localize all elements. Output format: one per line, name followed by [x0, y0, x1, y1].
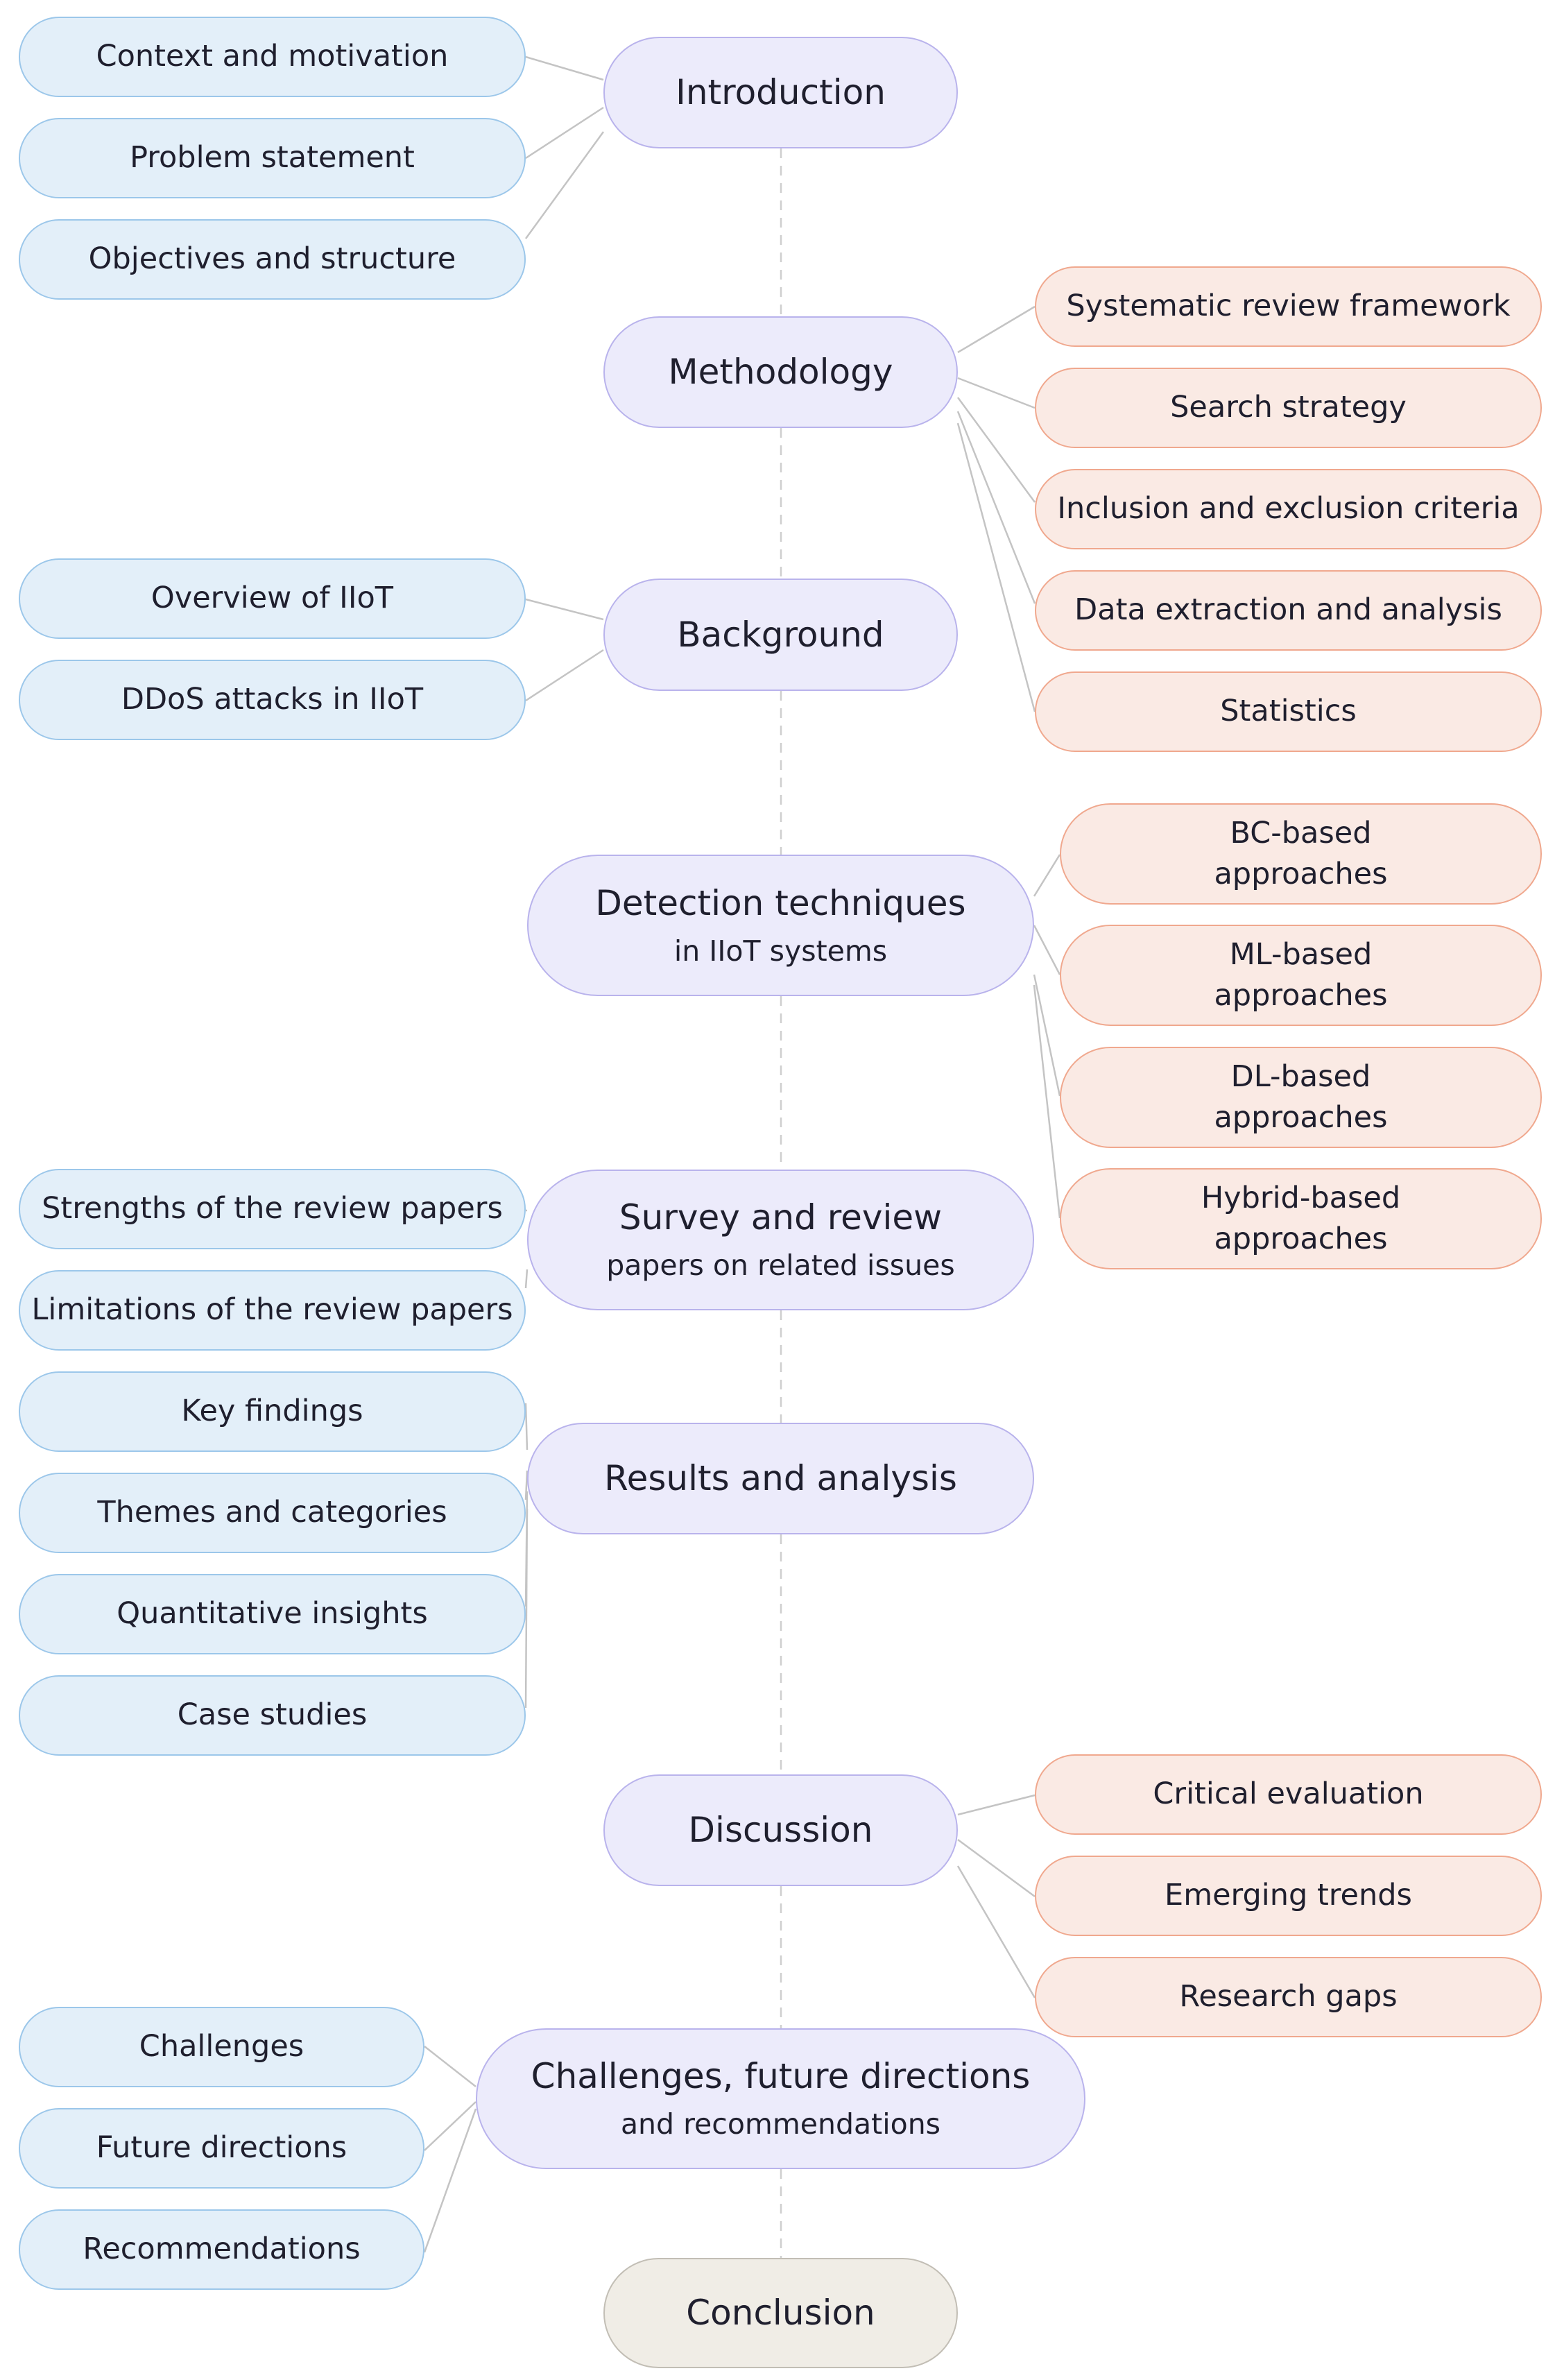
- edge-method-statistics: [956, 422, 1036, 712]
- edge-results-cases: [524, 1508, 529, 1709]
- edge-method-search: [957, 377, 1036, 409]
- item-emerging-trends: Emerging trends: [1035, 1856, 1542, 1936]
- item-data-extraction-analysis: Data extraction and analysis: [1035, 570, 1542, 651]
- node-conclusion-title: Conclusion: [686, 2293, 875, 2333]
- node-results-title: Results and analysis: [604, 1458, 957, 1498]
- node-detection-subtitle: in IIoT systems: [673, 934, 888, 968]
- node-survey-title: Survey and review: [619, 1197, 943, 1238]
- edge-detection-dl: [1033, 974, 1061, 1097]
- item-overview-iiot: Overview of IIoT: [19, 558, 526, 639]
- item-themes-categories: Themes and categories: [19, 1473, 526, 1553]
- edge-discussion-critical: [957, 1794, 1036, 1816]
- item-research-gaps: Research gaps: [1035, 1957, 1542, 2037]
- node-introduction-title: Introduction: [676, 72, 886, 112]
- node-discussion-title: Discussion: [688, 1810, 873, 1850]
- item-problem-statement: Problem statement: [19, 118, 526, 198]
- node-methodology: Methodology: [603, 316, 958, 428]
- item-critical-evaluation: Critical evaluation: [1035, 1754, 1542, 1835]
- node-challenges-future-directions: Challenges, future directions and recomm…: [476, 2028, 1085, 2169]
- edge-challenges-recommendations: [423, 2108, 477, 2253]
- item-strengths-review-papers: Strengths of the review papers: [19, 1169, 526, 1249]
- edge-background-ddos: [525, 649, 604, 702]
- item-limitations-review-papers: Limitations of the review papers: [19, 1270, 526, 1351]
- node-challenges-title: Challenges, future directions: [531, 2056, 1031, 2097]
- edge-method-extraction: [956, 411, 1036, 604]
- node-conclusion: Conclusion: [603, 2258, 958, 2368]
- edge-intro-context: [525, 55, 604, 81]
- item-search-strategy: Search strategy: [1035, 368, 1542, 448]
- edge-detection-hybrid: [1033, 984, 1061, 1219]
- edge-intro-objectives: [524, 131, 605, 239]
- item-future-directions: Future directions: [19, 2108, 424, 2189]
- item-objectives-structure: Objectives and structure: [19, 219, 526, 300]
- edge-detection-bc: [1033, 854, 1061, 897]
- edge-challenges-challenges: [424, 2046, 476, 2087]
- node-survey-review: Survey and review papers on related issu…: [527, 1170, 1034, 1310]
- item-ddos-attacks-iiot: DDoS attacks in IIoT: [19, 660, 526, 740]
- edge-method-criteria: [956, 397, 1036, 503]
- item-dl-based-approaches: DL-based approaches: [1060, 1047, 1542, 1148]
- node-results-analysis: Results and analysis: [527, 1423, 1034, 1534]
- node-background: Background: [603, 579, 958, 691]
- item-statistics: Statistics: [1035, 671, 1542, 752]
- item-bc-based-approaches: BC-based approaches: [1060, 803, 1542, 905]
- node-detection-title: Detection techniques: [595, 882, 966, 923]
- edge-method-framework: [957, 305, 1036, 354]
- edge-challenges-future: [424, 2101, 476, 2151]
- item-key-findings: Key findings: [19, 1371, 526, 1452]
- item-systematic-review-framework: Systematic review framework: [1035, 266, 1542, 347]
- item-recommendations: Recommendations: [19, 2209, 424, 2290]
- node-methodology-title: Methodology: [668, 352, 893, 392]
- edge-results-findings: [524, 1403, 529, 1450]
- item-hybrid-based-approaches: Hybrid-based approaches: [1060, 1168, 1542, 1269]
- node-challenges-subtitle: and recommendations: [620, 2107, 941, 2141]
- node-background-title: Background: [677, 614, 884, 655]
- edge-background-overview: [525, 598, 604, 621]
- item-context-motivation: Context and motivation: [19, 17, 526, 97]
- node-survey-subtitle: papers on related issues: [606, 1249, 955, 1283]
- edge-survey-limitations: [524, 1269, 529, 1289]
- item-ml-based-approaches: ML-based approaches: [1060, 925, 1542, 1026]
- item-quantitative-insights: Quantitative insights: [19, 1574, 526, 1654]
- node-detection-techniques: Detection techniques in IIoT systems: [527, 855, 1034, 996]
- item-case-studies: Case studies: [19, 1675, 526, 1756]
- item-inclusion-exclusion-criteria: Inclusion and exclusion criteria: [1035, 469, 1542, 549]
- node-discussion: Discussion: [603, 1774, 958, 1886]
- node-introduction: Introduction: [603, 37, 958, 148]
- edge-intro-problem: [525, 106, 604, 160]
- item-challenges: Challenges: [19, 2007, 424, 2087]
- edge-discussion-gaps: [956, 1865, 1036, 1998]
- edge-detection-ml: [1033, 925, 1061, 975]
- edge-discussion-trends: [957, 1838, 1036, 1898]
